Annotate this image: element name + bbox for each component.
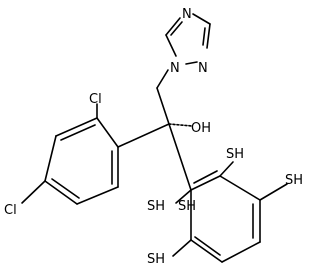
bond-c5-c6 bbox=[76, 186, 119, 205]
atom-label-cl4: Cl bbox=[4, 203, 17, 218]
bond-c1-sh bbox=[175, 189, 192, 204]
atom-label-n2: N bbox=[198, 61, 208, 76]
bond-c4-cl bbox=[21, 180, 46, 204]
bond-n1-c5 bbox=[165, 34, 177, 57]
bond-cq-oh-hashed bbox=[168, 123, 193, 127]
bond-n4-c3 bbox=[192, 13, 211, 25]
bond-c1-c2-inner bbox=[193, 170, 218, 184]
bond-cq-c1 bbox=[168, 123, 192, 191]
bond-c2-c3 bbox=[55, 117, 98, 137]
bond-c2-c3-inner bbox=[60, 124, 96, 141]
bond-n1-ch2 bbox=[156, 69, 169, 89]
atom-label-sh-c3: SH bbox=[178, 199, 196, 214]
bond-c1-c2 bbox=[190, 175, 221, 191]
bond-c6-sh bbox=[172, 239, 192, 257]
bond-ch2-cq bbox=[156, 87, 170, 125]
bond-ipso-c2 bbox=[96, 117, 119, 148]
dichlorophenyl-ring bbox=[21, 103, 170, 205]
atom-label-sh-bottom: SH bbox=[147, 252, 165, 267]
bond-c3-sh bbox=[259, 183, 288, 201]
atom-label-n4: N bbox=[182, 7, 192, 22]
bond-c4-c5-inner bbox=[51, 178, 80, 199]
bond-c3-n2 bbox=[206, 23, 211, 49]
bond-c4-c5 bbox=[44, 180, 78, 205]
atom-label-oh: OH bbox=[191, 121, 211, 136]
bond-c5-c6 bbox=[190, 239, 223, 263]
bond-c3-n2-inner bbox=[202, 27, 206, 46]
thiol-benzene-ring bbox=[168, 123, 288, 263]
bond-c2-sh bbox=[219, 161, 234, 177]
atom-label-cl2: Cl bbox=[89, 92, 102, 107]
bond-c5-n4-inner bbox=[170, 21, 183, 36]
bond-c5-n4 bbox=[165, 17, 181, 36]
atom-label-sh-top: SH bbox=[226, 147, 244, 162]
atom-label-sh-c1: SH bbox=[147, 199, 165, 214]
bond-c3-c4 bbox=[44, 135, 57, 182]
bond-n2-n1 bbox=[185, 61, 198, 65]
atom-label-n1: N bbox=[170, 61, 180, 76]
atom-label-sh-right: SH bbox=[285, 173, 303, 188]
bond-c4-c5 bbox=[221, 241, 261, 263]
bond-c5-c6-inner bbox=[194, 236, 221, 256]
bond-c2-c3 bbox=[219, 175, 261, 201]
triazole-ring bbox=[165, 13, 211, 65]
bond-cq-ipso bbox=[117, 123, 170, 148]
